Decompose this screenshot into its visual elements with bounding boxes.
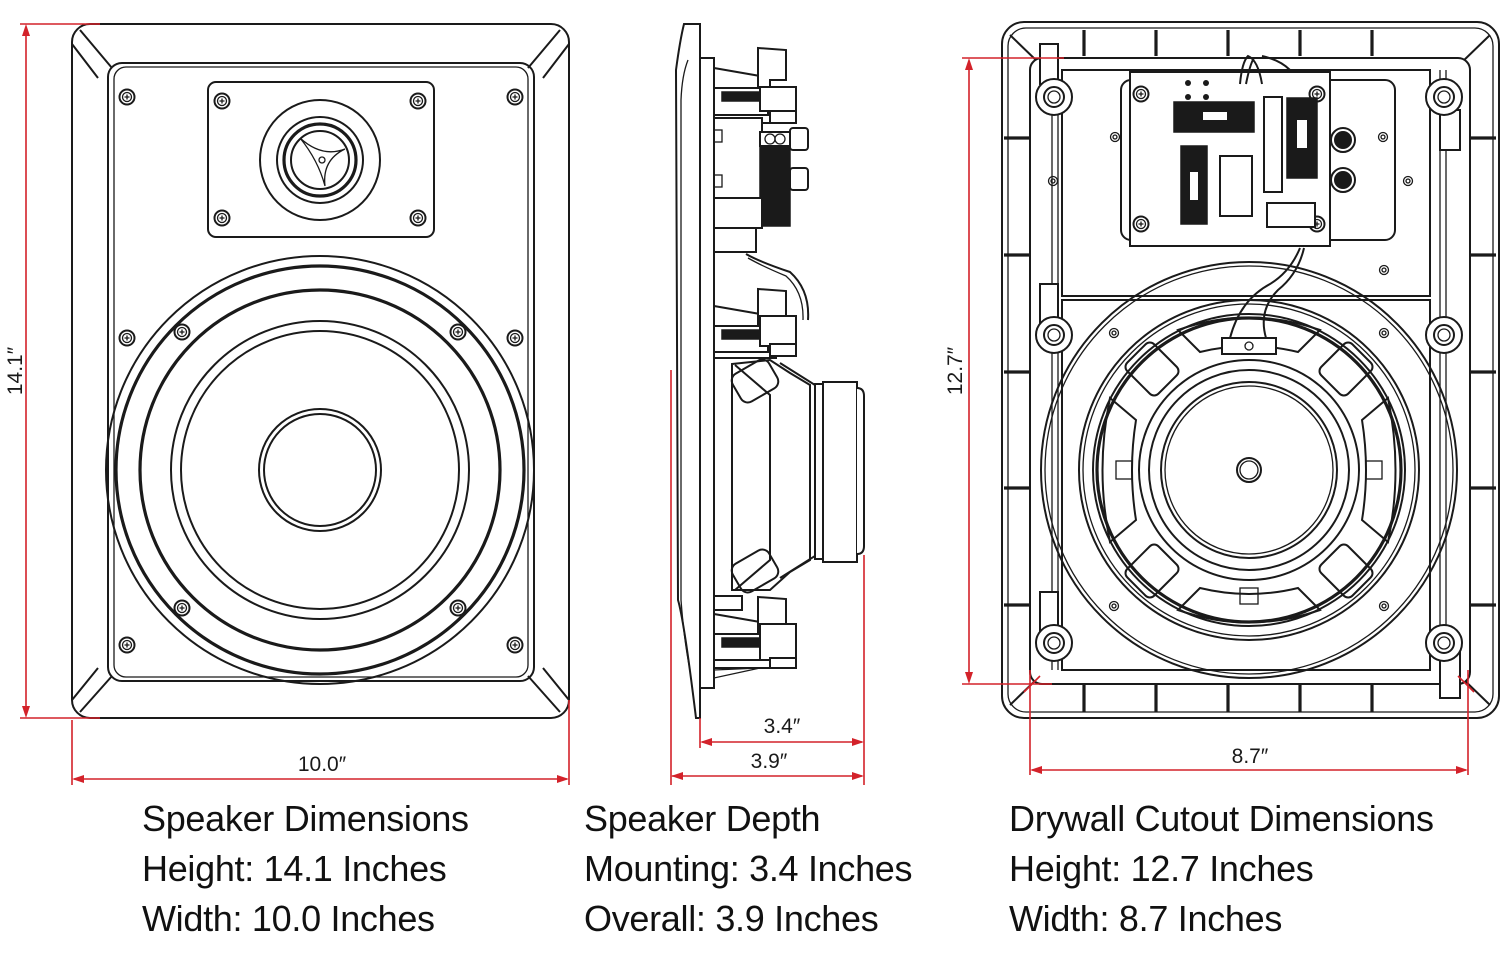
capacitor bbox=[1263, 96, 1283, 193]
caption-line: Height: 12.7 Inches bbox=[1009, 848, 1314, 889]
caption-title: Speaker Depth bbox=[584, 798, 821, 839]
clamp-icon bbox=[1425, 316, 1463, 354]
screw-icon bbox=[506, 636, 524, 654]
screw-icon bbox=[118, 88, 136, 106]
caption-line: Height: 14.1 Inches bbox=[142, 848, 447, 889]
woofer bbox=[105, 255, 535, 685]
screw-icon bbox=[506, 88, 524, 106]
side-overall-dimension: 3.9″ bbox=[670, 370, 864, 785]
screw-icon bbox=[1132, 215, 1150, 233]
frame-ribs bbox=[1004, 30, 1496, 712]
cutout-width-label: 8.7″ bbox=[1232, 745, 1269, 768]
caption-line: Width: 10.0 Inches bbox=[142, 898, 435, 939]
terminal-post-icon bbox=[1334, 131, 1352, 149]
tweeter-dome bbox=[259, 99, 381, 221]
side-mounting-label: 3.4″ bbox=[764, 715, 801, 738]
front-view-speaker bbox=[71, 23, 570, 719]
crossover-board bbox=[1120, 54, 1396, 247]
bottom-clamp bbox=[713, 595, 797, 679]
caption-line: Width: 8.7 Inches bbox=[1009, 898, 1283, 939]
front-width-label: 10.0″ bbox=[298, 753, 347, 776]
screw-icon bbox=[118, 636, 136, 654]
speaker-dimensions-caption: Speaker Dimensions Height: 14.1 Inches W… bbox=[142, 794, 469, 944]
middle-clamp bbox=[713, 287, 797, 359]
woofer-basket-side bbox=[730, 358, 865, 594]
side-bezel bbox=[674, 23, 701, 719]
front-height-label: 14.1″ bbox=[4, 346, 27, 395]
screw-icon bbox=[173, 323, 191, 341]
cutout-height-dimension: 12.7″ bbox=[944, 57, 1064, 685]
caption-line: Overall: 3.9 Inches bbox=[584, 898, 879, 939]
screw-icon bbox=[213, 209, 231, 227]
screw-icon bbox=[118, 329, 136, 347]
tweeter-plate bbox=[207, 81, 435, 238]
capacitor bbox=[1219, 155, 1253, 217]
top-clamp bbox=[713, 46, 797, 124]
caption-title: Speaker Dimensions bbox=[142, 798, 469, 839]
clamp-icon bbox=[1035, 78, 1073, 116]
screw-icon bbox=[506, 329, 524, 347]
screw-icon bbox=[449, 599, 467, 617]
terminal-post-icon bbox=[1334, 171, 1352, 189]
screw-icon bbox=[409, 92, 427, 110]
woofer-terminal bbox=[1221, 337, 1277, 355]
cutout-height-label: 12.7″ bbox=[944, 346, 967, 395]
back-view-speaker bbox=[1001, 21, 1500, 719]
front-height-dimension: 14.1″ bbox=[4, 23, 100, 719]
wire bbox=[745, 253, 810, 321]
clamp-icon bbox=[1035, 316, 1073, 354]
side-overall-label: 3.9″ bbox=[751, 750, 788, 773]
terminal-block bbox=[713, 117, 809, 253]
side-view-speaker bbox=[674, 23, 865, 719]
cutout-width-dimension: 8.7″ bbox=[1023, 670, 1475, 775]
front-width-dimension: 10.0″ bbox=[71, 700, 570, 785]
screw-icon bbox=[213, 92, 231, 110]
side-mounting-dimension: 3.4″ bbox=[699, 555, 865, 785]
cutout-dimensions-caption: Drywall Cutout Dimensions Height: 12.7 I… bbox=[1009, 794, 1434, 944]
screw-icon bbox=[409, 209, 427, 227]
clamp-icon bbox=[1035, 624, 1073, 662]
screw-icon bbox=[1132, 85, 1150, 103]
clamp-icon bbox=[1425, 78, 1463, 116]
resistor bbox=[1266, 202, 1316, 228]
speaker-depth-caption: Speaker Depth Mounting: 3.4 Inches Overa… bbox=[584, 794, 913, 944]
caption-line: Mounting: 3.4 Inches bbox=[584, 848, 913, 889]
caption-title: Drywall Cutout Dimensions bbox=[1009, 798, 1434, 839]
screw-icon bbox=[449, 323, 467, 341]
screw-icon bbox=[173, 599, 191, 617]
clamp-icon bbox=[1425, 624, 1463, 662]
woofer-rear-basket bbox=[1040, 247, 1458, 679]
